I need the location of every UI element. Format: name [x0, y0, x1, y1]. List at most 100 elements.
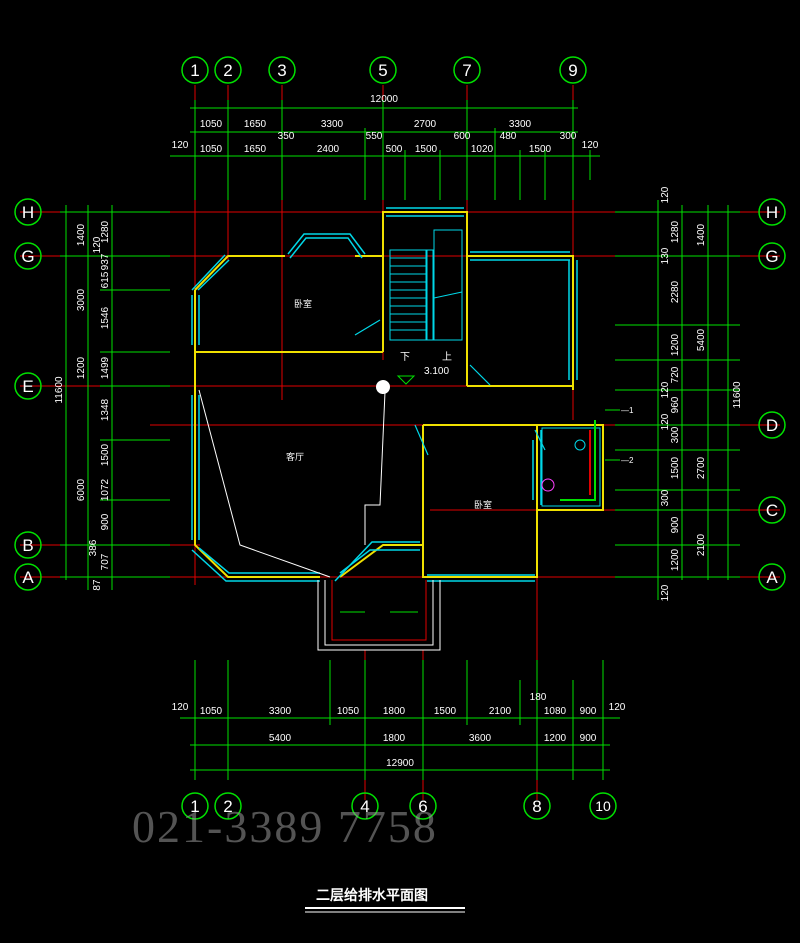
pipe-label-1: —1 [621, 406, 634, 415]
room-label-bedroom-e: 卧室 [474, 499, 492, 511]
dim-left-outer: 3000 [76, 288, 87, 311]
grid-label-right-A: A [766, 568, 778, 587]
grid-label-top-9: 9 [568, 61, 577, 80]
dim-bottom-r1: 120 [609, 702, 626, 713]
dim-top-r1b: 600 [454, 131, 471, 142]
grid-label-left-B: B [22, 536, 33, 555]
dim-bottom-r2: 3600 [469, 733, 492, 744]
grid-label-right-D: D [766, 416, 778, 435]
elevation-marker [396, 375, 416, 385]
dim-top-r1: 3300 [321, 119, 344, 130]
windows [191, 207, 578, 582]
grid-label-right-C: C [766, 501, 778, 520]
dim-bottom-r2: 1200 [544, 733, 567, 744]
dim-bottom-r2: 900 [580, 733, 597, 744]
dim-left-inner: 1348 [100, 398, 111, 421]
grid-bubbles-top [181, 56, 587, 84]
dim-top-r2: 2400 [317, 144, 340, 155]
dim-left-inner: 1500 [100, 443, 111, 466]
dim-top-r2: 1650 [244, 144, 267, 155]
dim-right-inner: 300 [660, 489, 671, 506]
dim-top-r1: 2700 [414, 119, 437, 130]
dim-right-inner: 120 [660, 413, 671, 430]
dim-left-inner: 900 [100, 513, 111, 530]
dim-right-mid: 2100 [696, 533, 707, 556]
dim-right-mid: 2700 [696, 456, 707, 479]
dimension-lines [60, 100, 740, 780]
dim-bottom-r1: 1800 [383, 706, 406, 717]
dim-right-mid: 5400 [696, 328, 707, 351]
grid-label-left-G: G [21, 247, 34, 266]
drawing-title: 二层给排水平面图 [316, 887, 428, 904]
grid-label-bottom-10: 10 [595, 798, 611, 814]
dim-top-r2: 1050 [200, 144, 223, 155]
grid-label-top-3: 3 [277, 61, 286, 80]
dim-left-outer: 6000 [76, 478, 87, 501]
grid-label-bottom-2: 2 [223, 797, 232, 816]
dim-right-inner: 1500 [670, 456, 681, 479]
dim-top-r1: 3300 [509, 119, 532, 130]
dim-right-inner: 1200 [670, 548, 681, 571]
stair-down-label: 下 [400, 352, 410, 363]
dim-bottom-r1: 1050 [200, 706, 223, 717]
room-label-bedroom-nw: 卧室 [294, 298, 312, 310]
dim-bottom-r1: 120 [172, 702, 189, 713]
dim-top-r1: 1050 [200, 119, 223, 130]
pipe-label-2: —2 [621, 456, 634, 465]
dim-bottom-r1: 1050 [337, 706, 360, 717]
dim-top-r2: 1020 [471, 144, 494, 155]
dim-top-r2: 1500 [415, 144, 438, 155]
dim-right-inner: 130 [660, 247, 671, 264]
interior-lines [198, 389, 441, 651]
dim-right-inner: 120 [660, 584, 671, 601]
dim-right-inner: 1280 [670, 220, 681, 243]
grid-label-bottom-4: 4 [360, 797, 369, 816]
balcony [331, 580, 427, 641]
dim-left-inner: 1546 [100, 306, 111, 329]
grid-bubbles-right [758, 198, 786, 591]
grid-label-left-A: A [22, 568, 34, 587]
grid-label-left-E: E [22, 377, 33, 396]
dim-left-inner: 120 [92, 236, 103, 253]
dim-left-inner: 937 [100, 253, 111, 270]
elevation-label: 3.100 [424, 366, 449, 377]
dim-top-total: 12000 [370, 94, 398, 105]
dim-left-outer: 386 [88, 539, 99, 556]
dim-top-r1: 1650 [244, 119, 267, 130]
stair-up-label: 上 [442, 351, 452, 363]
walls [194, 211, 604, 578]
dim-right-inner: 1200 [670, 333, 681, 356]
dim-right-inner: 720 [670, 366, 681, 383]
dim-right-inner: 900 [670, 516, 681, 533]
bathroom-fixtures [541, 420, 601, 507]
grid-bubbles-bottom [181, 792, 617, 820]
dim-left-outer: 87 [92, 579, 103, 591]
dim-top-r1b: 350 [278, 131, 295, 142]
grid-label-bottom-8: 8 [532, 797, 541, 816]
grid-label-right-H: H [766, 203, 778, 222]
doors [354, 319, 546, 456]
dim-bottom-r1: 2100 [489, 706, 512, 717]
stair-treads [389, 229, 463, 341]
dim-left-outer: 1200 [76, 356, 87, 379]
dim-top-r2: 120 [582, 140, 599, 151]
dim-right-inner: 2280 [670, 280, 681, 303]
grid-bubbles-left [14, 198, 42, 591]
dim-top-r1b: 550 [366, 131, 383, 142]
grid-label-bottom-6: 6 [418, 797, 427, 816]
dim-left-inner: 1280 [100, 220, 111, 243]
grid-label-bottom-1: 1 [190, 797, 199, 816]
dim-left-inner: 615 [100, 271, 111, 288]
dim-left-inner: 1072 [100, 478, 111, 501]
dim-bottom-total: 12900 [386, 758, 414, 769]
dim-right-inner: 120 [660, 381, 671, 398]
room-label-living: 客厅 [286, 451, 304, 463]
dim-bottom-r1: 1080 [544, 706, 567, 717]
dim-right-total: 11600 [732, 381, 743, 409]
grid-label-right-G: G [765, 247, 778, 266]
dim-bottom-extra: 180 [530, 692, 547, 703]
grid-label-top-5: 5 [378, 61, 387, 80]
column [376, 380, 390, 394]
dim-right-mid: 1400 [696, 223, 707, 246]
dim-top-r2: 120 [172, 140, 189, 151]
